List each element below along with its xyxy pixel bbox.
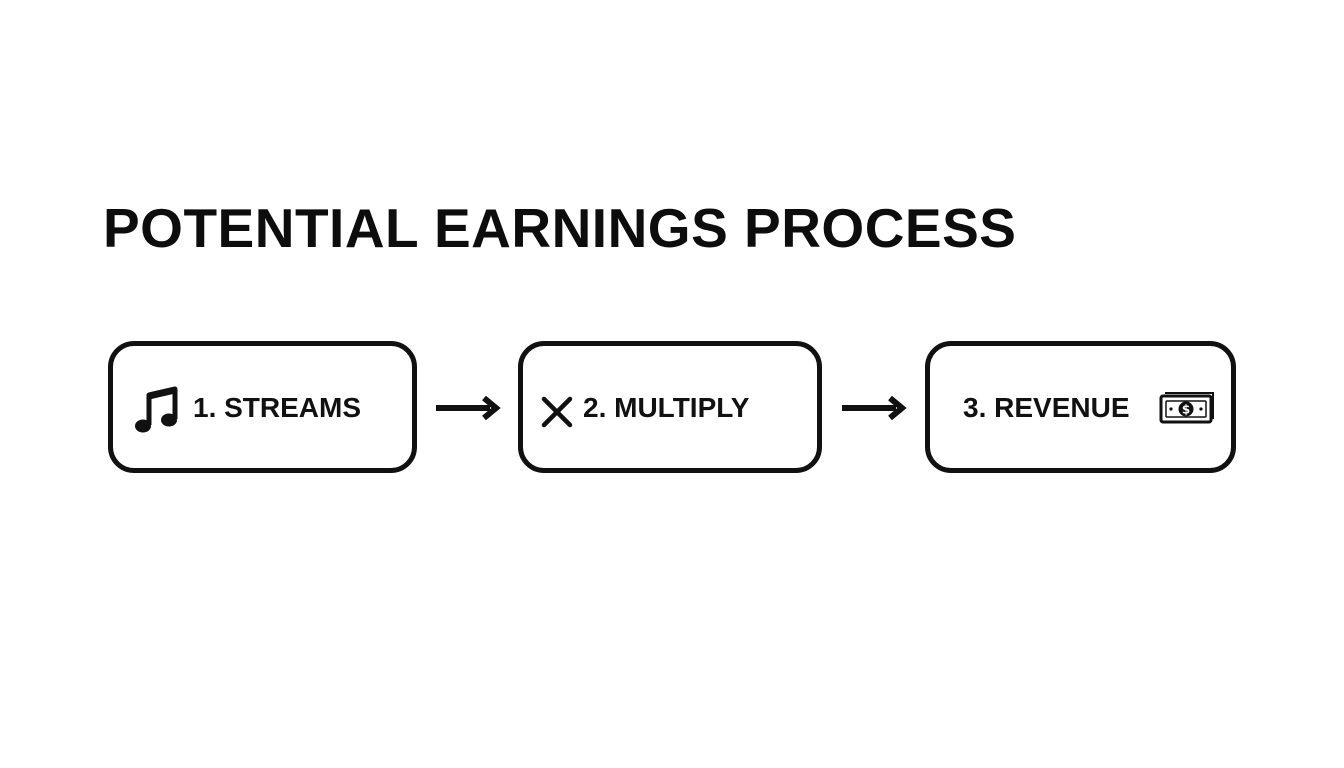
step-revenue-box: 3. REVENUE $ xyxy=(925,341,1236,473)
diagram-title: POTENTIAL EARNINGS PROCESS xyxy=(103,197,1017,259)
money-bill-icon: $ xyxy=(1159,392,1214,424)
arrow-right-icon xyxy=(436,395,501,421)
step-revenue-label: 3. REVENUE xyxy=(963,392,1130,423)
step-multiply-label: 2. MULTIPLY xyxy=(583,392,750,423)
step-streams-label: 1. STREAMS xyxy=(193,392,362,423)
step-multiply-box: 2. MULTIPLY xyxy=(518,341,822,473)
svg-text:$: $ xyxy=(1182,403,1190,417)
music-note-icon xyxy=(135,386,178,433)
multiply-icon xyxy=(541,396,573,428)
arrow-right-icon xyxy=(842,395,907,421)
step-streams-box: 1. STREAMS xyxy=(108,341,417,473)
